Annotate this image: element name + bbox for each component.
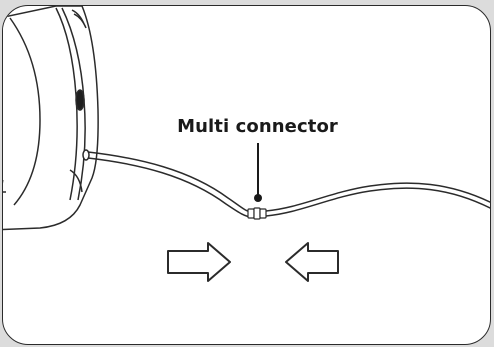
callout-pointer (254, 143, 262, 202)
arrow-right-icon (167, 242, 231, 282)
device-icon (3, 6, 99, 231)
arrow-left-icon (285, 242, 339, 282)
multi-connector-icon (247, 207, 267, 220)
multi-connector-label: Multi connector (177, 116, 338, 137)
tube-line (87, 151, 490, 218)
port-icon (82, 149, 90, 161)
